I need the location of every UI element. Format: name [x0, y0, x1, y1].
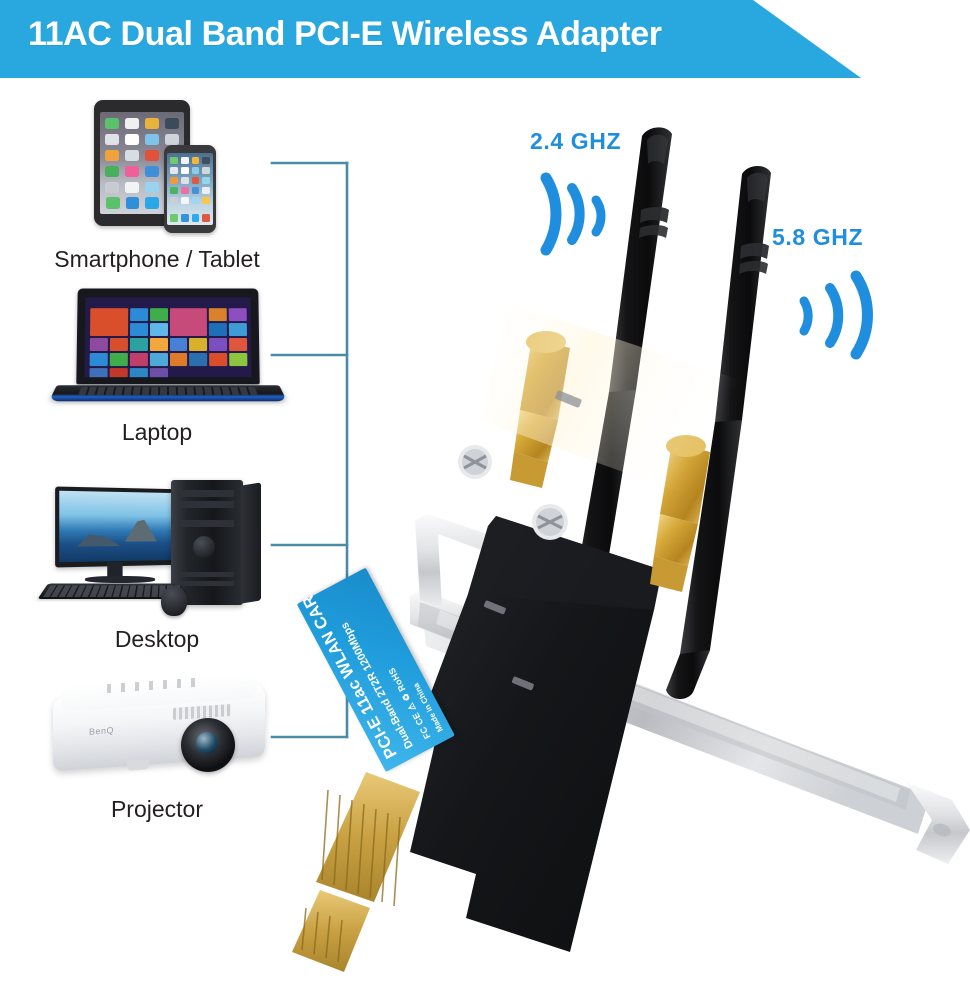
monitor-foot [85, 576, 155, 583]
device-label-desktop: Desktop [114, 626, 200, 652]
laptop-keyboard [78, 387, 258, 395]
pcie-gold-connector [292, 772, 420, 972]
monitor-icon [55, 486, 190, 583]
antenna-right [666, 165, 771, 699]
band-label-2-4ghz: 2.4 GHZ [530, 128, 622, 154]
wifi-waves-2-4ghz-icon [540, 172, 606, 256]
projector-icon: BenQ [31, 668, 283, 790]
monitor-wallpaper [59, 490, 182, 563]
projector-foot [127, 759, 149, 771]
wifi-waves-5-8ghz-icon [799, 270, 873, 360]
product-image-pcie-wireless-adapter [270, 90, 970, 986]
header-banner: 11AC Dual Band PCI-E Wireless Adapter [0, 0, 865, 79]
tablet-and-phone-icon [42, 100, 272, 240]
laptop-bezel [78, 288, 259, 297]
laptop-base [48, 385, 288, 402]
laptop-icon [31, 288, 288, 413]
device-label-laptop: Laptop [121, 419, 193, 445]
mouse-icon [161, 586, 187, 616]
pcb-silkscreen [483, 390, 582, 691]
device-projector: BenQ Projector [22, 668, 292, 823]
page-title: 11AC Dual Band PCI-E Wireless Adapter [28, 15, 662, 53]
laptop-lid [76, 288, 260, 385]
projector-lens [181, 718, 235, 772]
phone-dock [170, 214, 210, 222]
card-label-plate [270, 90, 970, 986]
mounting-screw-bottom [532, 504, 568, 540]
banner-shape [0, 0, 861, 78]
smartphone-icon [164, 145, 216, 233]
projector-brand-mark: BenQ [89, 725, 115, 737]
windows-start-tiles [89, 308, 248, 378]
device-label-projector: Projector [110, 796, 204, 822]
desktop-computer-icon [31, 478, 283, 620]
laptop-screen [84, 297, 252, 378]
phone-app-grid [170, 157, 210, 204]
device-label-smartphone-tablet: Smartphone / Tablet [54, 246, 260, 272]
phone-screen [167, 153, 213, 225]
device-laptop: Laptop [22, 288, 292, 446]
pcb-board [410, 516, 662, 952]
band-label-5-8ghz: 5.8 GHZ [772, 224, 864, 250]
device-smartphone-tablet: Smartphone / Tablet [22, 100, 292, 273]
mounting-screw-top [458, 445, 492, 479]
device-desktop: Desktop [22, 478, 292, 653]
